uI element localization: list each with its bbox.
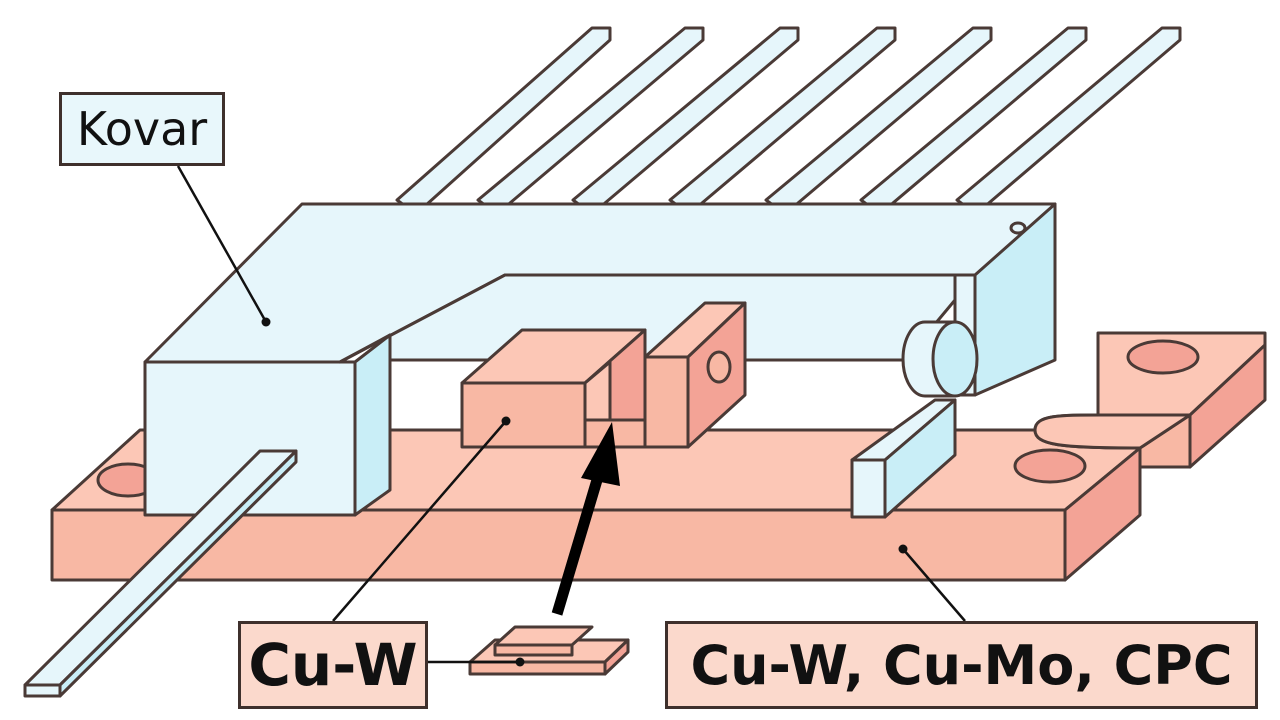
dot-kovar	[261, 317, 271, 327]
front-lead-front	[23, 683, 62, 698]
mount-hole-front-right	[1013, 448, 1087, 484]
dot-base	[898, 544, 908, 554]
submount-front	[460, 381, 587, 449]
submount-block	[460, 301, 747, 449]
post-hole	[706, 350, 732, 384]
leader-submount	[332, 420, 507, 622]
kovar-rear-lead-front	[850, 458, 887, 519]
chip-pedestal-front	[493, 643, 574, 657]
kovar-frame	[143, 202, 1057, 519]
kovar-cylinder-face	[931, 320, 979, 398]
post-front	[643, 355, 690, 449]
label-submount-material: Cu-W	[238, 621, 428, 709]
front-lead	[23, 449, 298, 698]
back-leads	[395, 26, 1182, 216]
dot-chip	[515, 657, 525, 667]
base-side-face	[1063, 446, 1142, 582]
loose-chip	[468, 625, 630, 676]
dot-submount	[501, 416, 511, 426]
chip-side	[603, 638, 630, 676]
arrow-shaft	[551, 468, 606, 616]
chip-front	[468, 660, 607, 676]
label-kovar: Kovar	[59, 92, 225, 166]
leader-kovar	[176, 165, 268, 323]
kovar-small-hole	[1009, 221, 1027, 235]
mount-hole-back-right	[1126, 339, 1200, 375]
leader-lines	[176, 165, 966, 664]
front-lead-side	[58, 449, 298, 698]
arrow-up-icon	[551, 422, 620, 616]
label-base-materials: Cu-W, Cu-Mo, CPC	[665, 621, 1258, 709]
leader-base	[902, 548, 966, 622]
kovar-left-side	[353, 333, 392, 517]
submount-base-strip	[583, 418, 647, 449]
leader-dots	[261, 317, 908, 667]
arrow-head	[581, 422, 620, 486]
kovar-rear-lead-side	[883, 398, 957, 519]
base-slot	[1033, 413, 1192, 450]
